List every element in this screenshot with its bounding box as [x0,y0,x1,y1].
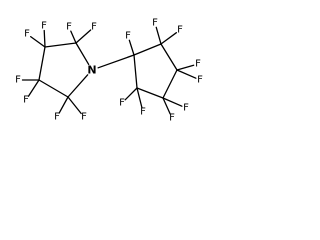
bond-n-c2 [75,42,90,66]
f-d3-b-label: F [197,75,203,86]
bond-d5-d1 [133,54,138,89]
f-c5-a-label: F [54,112,60,123]
f-d4-b-label: F [169,113,175,124]
f-d1-label: F [125,31,131,42]
bond-f-d2-b [160,32,178,45]
f-c2-b-label: F [91,22,97,33]
bond-f-d4-a [162,97,183,107]
bond-n-c1prime [97,54,135,69]
bond-f-c3-a [29,35,46,48]
bond-d1-d2 [133,43,162,56]
bond-f-d2-a [155,26,162,45]
f-c4-a-label: F [15,75,21,86]
bond-d3-d4 [162,69,178,99]
f-d5-b-label: F [140,107,146,118]
bond-f-d3-b [176,69,197,79]
bond-c3-c4 [38,46,46,81]
bond-f-c5-a [58,96,69,114]
bond-f-c2-b [75,29,92,44]
bond-f-c3-b [43,29,46,48]
bond-d4-d5 [136,87,164,99]
bond-layer [21,26,197,115]
f-c3-a-label: F [24,29,30,40]
bond-c2-c3 [44,42,77,48]
nitrogen-atom-label: N [87,64,96,77]
f-d2-a-label: F [152,18,158,29]
bond-f-d5-b [136,87,143,109]
bond-f-d3-a [176,64,195,71]
f-d3-a-label: F [195,59,201,70]
f-d2-b-label: F [177,25,183,36]
bond-c5-n [67,74,89,98]
bond-f-c4-b [27,79,40,97]
bond-f-d5-a [124,87,138,101]
bond-d2-d3 [160,43,178,71]
bond-f-c5-b [67,96,82,115]
f-c2-a-label: F [66,22,72,33]
bond-f-d1 [128,39,135,56]
f-d4-a-label: F [183,103,189,114]
f-c5-b-label: F [81,112,87,123]
f-d5-a-label: F [119,98,125,109]
bond-f-c2-a [70,30,77,44]
f-c3-b-label: F [41,21,47,32]
bond-c4-c5 [38,79,69,98]
f-c4-b-label: F [23,95,29,106]
bond-f-d4-b [162,97,171,115]
